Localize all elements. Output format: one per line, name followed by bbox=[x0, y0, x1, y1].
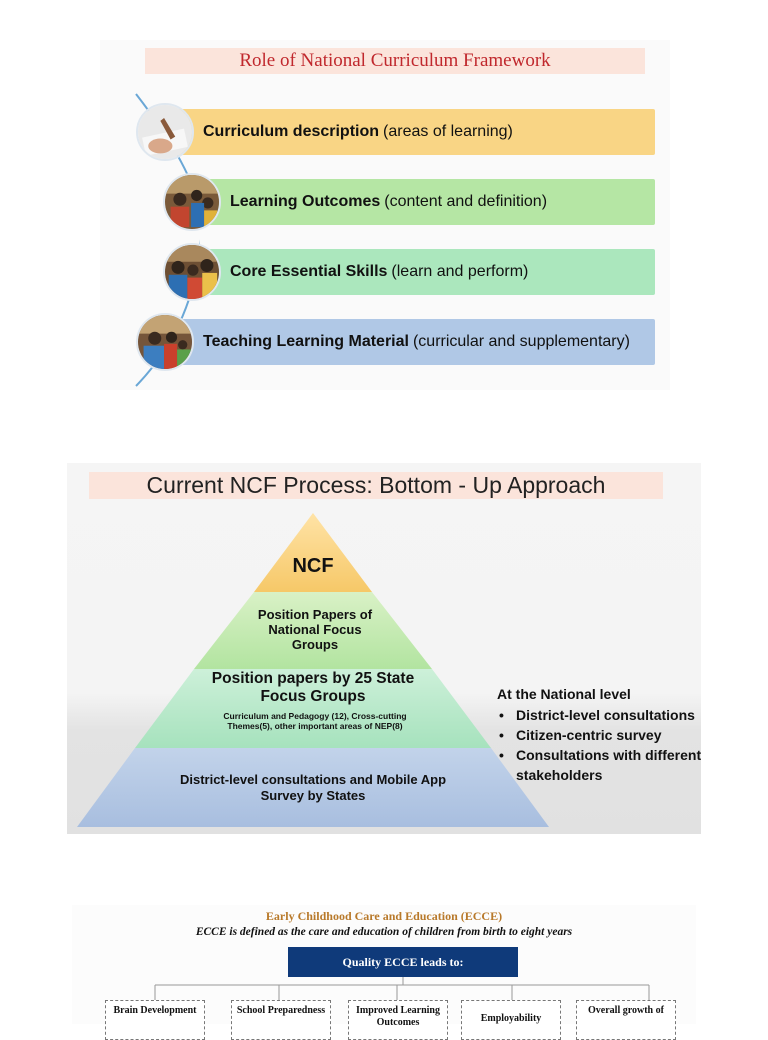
writing-hand-photo-icon bbox=[136, 103, 194, 161]
ecce-connector-lines bbox=[154, 977, 650, 1000]
national-level-list: At the National level District-level con… bbox=[497, 686, 706, 785]
item-detail: (learn and perform) bbox=[391, 263, 529, 280]
ecce-outcome-brain-development: Brain Development bbox=[105, 1000, 205, 1040]
quality-ecce-box: Quality ECCE leads to: bbox=[288, 947, 518, 977]
ecce-outcome-school-preparedness: School Preparedness bbox=[231, 1000, 331, 1040]
ncf-role-slide: Role of National Curriculum Framework Cu… bbox=[100, 40, 670, 390]
pyramid-level-state-focus-groups: Position papers by 25 State Focus Groups bbox=[211, 670, 415, 705]
national-level-bullet: Consultations with different stakeholder… bbox=[497, 745, 706, 785]
national-level-heading: At the National level bbox=[497, 686, 631, 702]
ncf-item-core-essential-skills: Core Essential Skills (learn and perform… bbox=[205, 249, 655, 295]
pyramid-base-district-consultations: District-level consultations and Mobile … bbox=[179, 772, 447, 803]
item-detail: (curricular and supplementary) bbox=[412, 333, 630, 350]
slide2-title: Current NCF Process: Bottom - Up Approac… bbox=[89, 472, 663, 499]
slide1-title: Role of National Curriculum Framework bbox=[145, 48, 645, 74]
classroom-photo-icon bbox=[163, 173, 221, 231]
item-label: Teaching Learning Material bbox=[203, 333, 409, 350]
ncf-process-slide: Current NCF Process: Bottom - Up Approac… bbox=[67, 463, 701, 834]
item-label: Curriculum description bbox=[203, 123, 380, 140]
classroom-photo-icon bbox=[163, 243, 221, 301]
ecce-title: Early Childhood Care and Education (ECCE… bbox=[265, 909, 503, 923]
item-label: Core Essential Skills bbox=[230, 263, 388, 280]
ecce-slide: Early Childhood Care and Education (ECCE… bbox=[72, 905, 696, 1040]
pyramid-top-ncf: NCF bbox=[292, 555, 334, 577]
item-label: Learning Outcomes bbox=[230, 193, 381, 210]
national-level-bullet: Citizen-centric survey bbox=[497, 725, 706, 745]
ncf-item-curriculum-description: Curriculum description (areas of learnin… bbox=[178, 109, 655, 155]
national-level-bullet: District-level consultations bbox=[497, 705, 706, 725]
pyramid-level-national-focus-groups: Position Papers of National Focus Groups bbox=[257, 607, 373, 652]
classroom-photo-icon bbox=[136, 313, 194, 371]
ecce-outcome-improved-learning: Improved Learning Outcomes bbox=[348, 1000, 448, 1040]
ecce-outcome-employability: Employability bbox=[461, 1000, 561, 1040]
ncf-item-learning-outcomes: Learning Outcomes (content and definitio… bbox=[205, 179, 655, 225]
item-detail: (areas of learning) bbox=[383, 123, 513, 140]
ecce-outcome-overall-growth: Overall growth of bbox=[576, 1000, 676, 1040]
ncf-pyramid bbox=[77, 513, 549, 827]
pyramid-level-state-focus-groups-detail: Curriculum and Pedagogy (12), Cross-cutt… bbox=[223, 711, 407, 731]
ecce-definition: ECCE is defined as the care and educatio… bbox=[195, 926, 573, 938]
ncf-item-teaching-learning-material: Teaching Learning Material (curricular a… bbox=[178, 319, 655, 365]
item-detail: (content and definition) bbox=[384, 193, 548, 210]
